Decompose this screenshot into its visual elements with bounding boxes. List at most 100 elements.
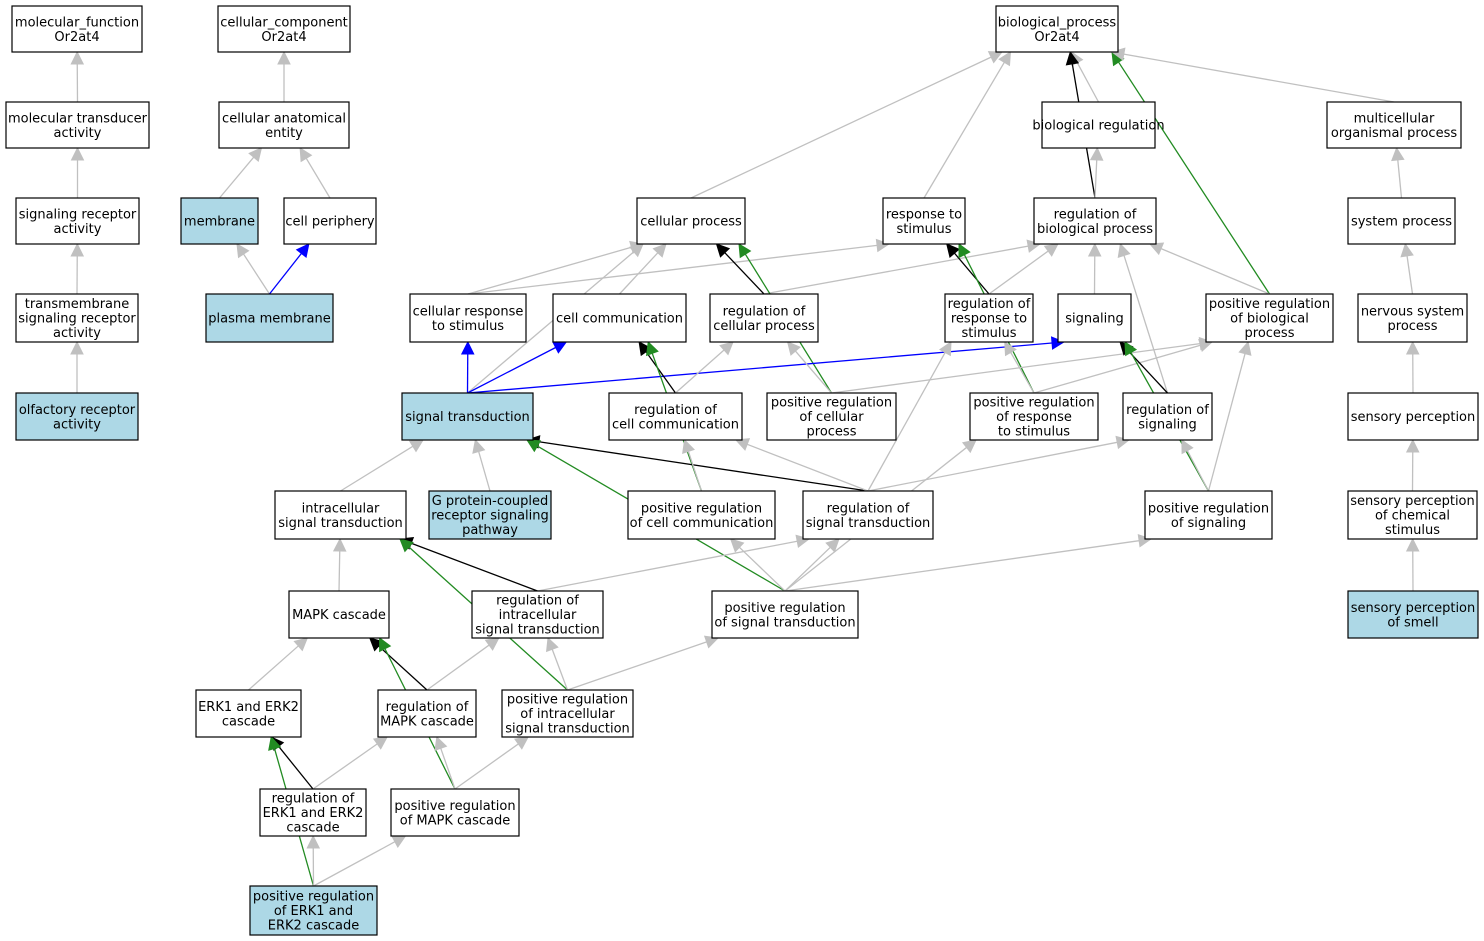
node-box[interactable] <box>1057 293 1132 343</box>
node-box[interactable] <box>249 885 378 936</box>
node-sig[interactable]: signaling <box>1057 293 1132 343</box>
node-sp[interactable]: system process <box>1347 197 1456 245</box>
node-cper[interactable]: cell periphery <box>283 197 377 245</box>
edge-line <box>426 644 490 691</box>
node-st[interactable]: signal transduction <box>401 392 534 441</box>
node-box[interactable] <box>882 197 966 245</box>
node-box[interactable] <box>636 197 746 245</box>
node-box[interactable] <box>802 490 934 540</box>
node-box[interactable] <box>709 293 819 343</box>
node-mapk[interactable]: MAPK cascade <box>288 590 390 639</box>
node-box[interactable] <box>1347 392 1479 441</box>
node-sper[interactable]: sensory perception <box>1347 392 1479 441</box>
node-ccom[interactable]: cell communication <box>552 293 687 343</box>
node-box[interactable] <box>1347 490 1478 540</box>
node-box[interactable] <box>1347 590 1479 639</box>
node-box[interactable] <box>274 490 407 540</box>
node-box[interactable] <box>259 788 367 837</box>
edge-rcp-to-cp <box>715 243 765 295</box>
node-box[interactable] <box>1347 197 1456 245</box>
node-box[interactable] <box>11 5 143 53</box>
node-box[interactable] <box>288 590 390 639</box>
node-box[interactable] <box>195 689 302 738</box>
node-box[interactable] <box>15 197 140 245</box>
node-box[interactable] <box>218 101 350 149</box>
node-box[interactable] <box>390 788 520 837</box>
node-box[interactable] <box>377 689 477 738</box>
node-box[interactable] <box>608 392 743 441</box>
node-box[interactable] <box>969 392 1099 441</box>
node-label-line: Or2at4 <box>261 30 306 45</box>
node-box[interactable] <box>401 392 534 441</box>
edge-line <box>467 342 1053 394</box>
node-mem[interactable]: membrane <box>180 197 259 245</box>
node-box[interactable] <box>15 293 139 343</box>
node-box[interactable] <box>1041 101 1156 149</box>
node-label-line: positive regulation <box>253 890 374 905</box>
node-box[interactable] <box>217 5 351 53</box>
node-box[interactable] <box>5 101 150 149</box>
node-box[interactable] <box>766 392 897 441</box>
node-box[interactable] <box>1144 490 1273 540</box>
node-box[interactable] <box>1357 293 1468 343</box>
node-box[interactable] <box>627 490 776 540</box>
node-box[interactable] <box>1122 392 1213 441</box>
node-box[interactable] <box>409 293 527 343</box>
node-box[interactable] <box>711 590 859 639</box>
node-box[interactable] <box>283 197 377 245</box>
node-label-line: of cellular <box>799 410 864 425</box>
edge-st-to-crs <box>460 340 475 394</box>
node-box[interactable] <box>428 490 552 540</box>
node-cp[interactable]: cellular process <box>636 197 746 245</box>
node-box[interactable] <box>501 689 634 738</box>
node-box[interactable] <box>944 293 1034 343</box>
node-box[interactable] <box>552 293 687 343</box>
node-box[interactable] <box>180 197 259 245</box>
node-box[interactable] <box>1326 101 1462 149</box>
node-box[interactable] <box>1205 293 1334 343</box>
node-breg[interactable]: biological regulation <box>1032 101 1165 149</box>
node-box[interactable] <box>471 590 604 639</box>
node-box[interactable] <box>995 5 1119 53</box>
node-box[interactable] <box>1033 197 1157 245</box>
node-box[interactable] <box>205 293 334 343</box>
node-box[interactable] <box>15 392 139 441</box>
node-pm[interactable]: plasma membrane <box>205 293 334 343</box>
node-label-line: of response <box>996 410 1072 425</box>
